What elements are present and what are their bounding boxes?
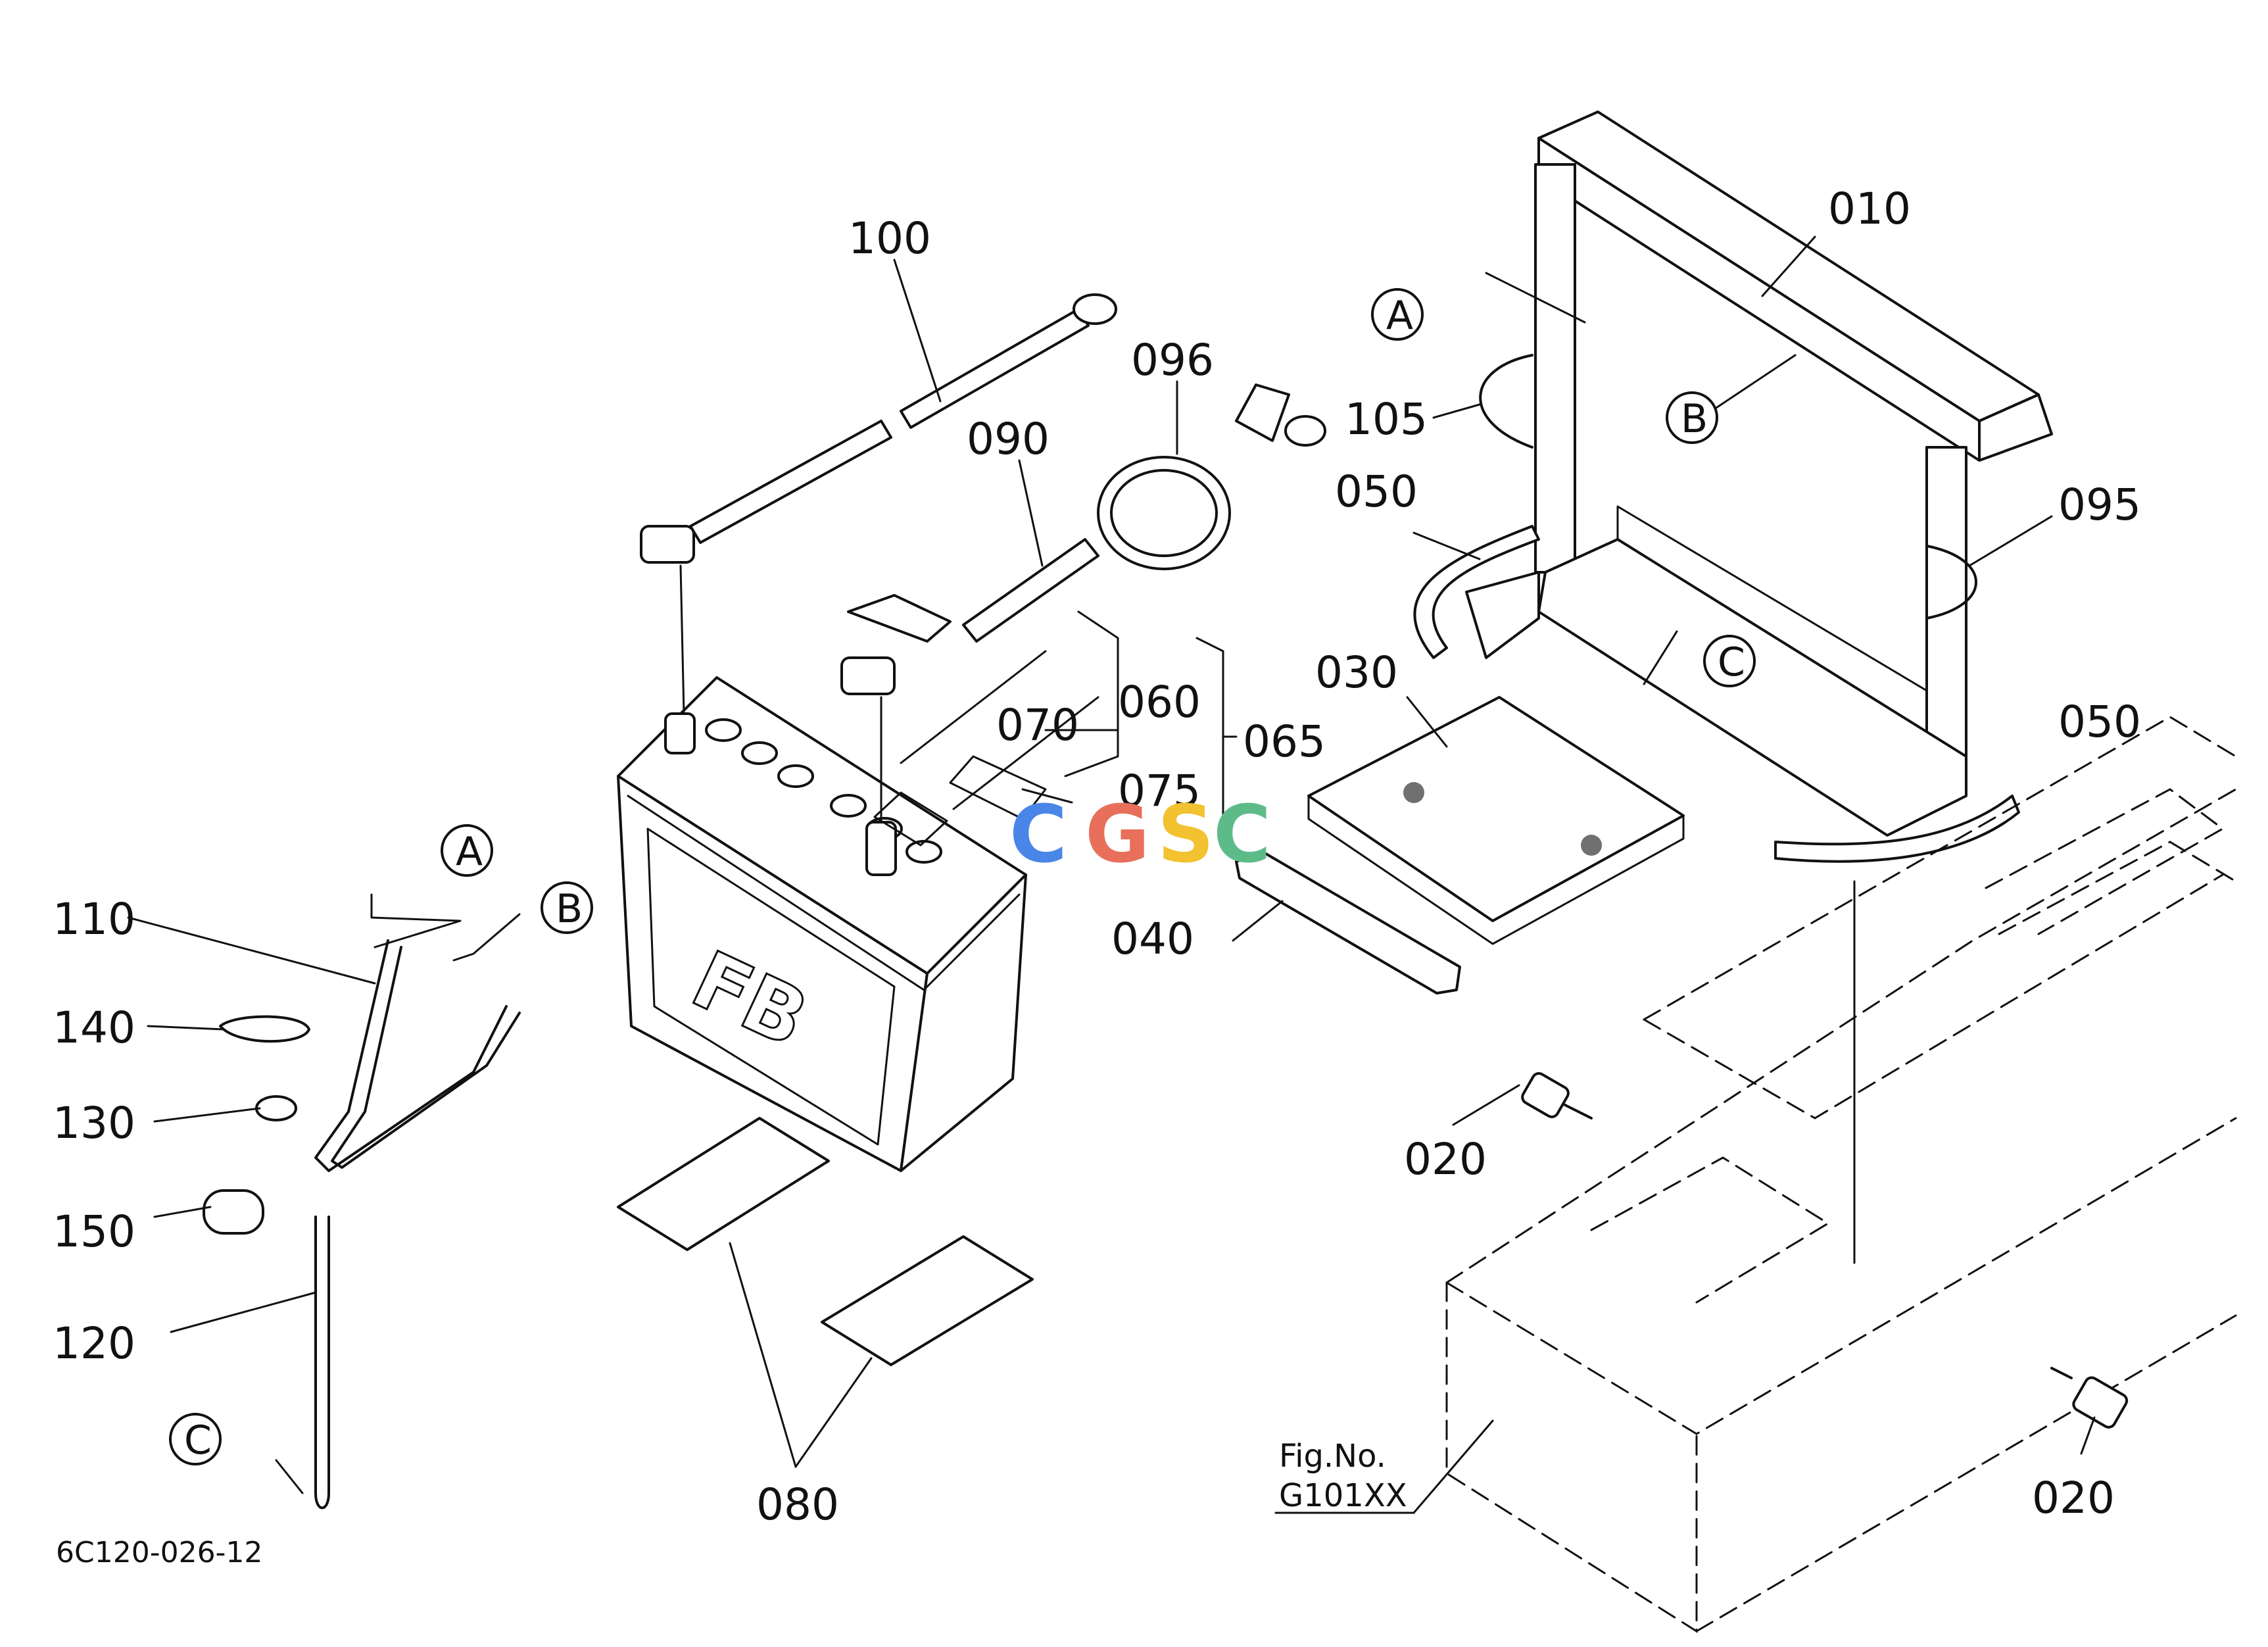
figure-ref-line1: Fig.No. — [1279, 1438, 1386, 1475]
ref-a-lower: A — [456, 829, 483, 875]
wing-nut-140 — [219, 1015, 310, 1043]
figure-ref-line2: G101XX — [1279, 1477, 1407, 1514]
callout-096: 096 — [1131, 335, 1214, 385]
callout-075: 075 — [1118, 766, 1201, 816]
callout-020a: 020 — [1404, 1134, 1487, 1185]
ref-c-lower: C — [184, 1417, 212, 1463]
rubber-150 — [203, 1189, 264, 1235]
callout-100: 100 — [848, 213, 931, 264]
ref-b-lower: B — [556, 886, 583, 932]
callout-150: 150 — [53, 1206, 135, 1257]
battery-pad-2 — [821, 1235, 1034, 1366]
ref-a-upper: A — [1386, 293, 1413, 339]
watermark-letter-4: C — [1213, 789, 1271, 881]
battery: FB — [617, 676, 1047, 1172]
callout-020b: 020 — [2032, 1473, 2115, 1523]
callout-090: 090 — [967, 414, 1050, 464]
callout-040: 040 — [1111, 914, 1194, 964]
callout-010: 010 — [1828, 184, 1911, 234]
washer-130 — [255, 1095, 297, 1121]
frame-reference — [1445, 716, 2237, 1633]
strap-105 — [1479, 354, 1533, 449]
rubber-strip-050b — [1774, 795, 2020, 863]
ref-c-upper: C — [1718, 639, 1745, 685]
rubber-strip-050a — [1413, 525, 1540, 659]
rubber-040 — [1235, 850, 1461, 995]
callout-030: 030 — [1315, 647, 1398, 698]
watermark-letter-2: G — [1085, 789, 1150, 881]
battery-pad-1 — [617, 1117, 830, 1251]
callout-065: 065 — [1243, 716, 1326, 767]
watermark-letter-1: C — [1009, 789, 1067, 881]
ref-b-upper: B — [1681, 396, 1708, 442]
ref-circles — [169, 288, 1756, 1465]
battery-bracket — [1465, 111, 2053, 837]
positive-cable — [640, 293, 1117, 715]
sticker-075 — [949, 755, 1047, 820]
callout-120: 120 — [53, 1318, 135, 1369]
callout-130: 130 — [53, 1098, 135, 1148]
callout-110: 110 — [53, 894, 135, 945]
watermark: C G S C — [1009, 789, 1271, 881]
callout-140: 140 — [53, 1002, 135, 1053]
callout-050b: 050 — [2058, 697, 2141, 747]
callout-060: 060 — [1118, 677, 1201, 727]
strap-095 — [1925, 545, 1977, 620]
callout-050a: 050 — [1335, 466, 1418, 517]
callout-070: 070 — [996, 700, 1079, 750]
watermark-letter-3: S — [1157, 789, 1214, 881]
negative-cable — [840, 538, 1099, 823]
callout-105: 105 — [1345, 394, 1428, 445]
callout-080: 080 — [756, 1479, 839, 1530]
sticker-070 — [873, 791, 948, 847]
battery-holder — [203, 939, 521, 1510]
bolt-020b — [2050, 1367, 2129, 1429]
leader-lines — [127, 235, 2096, 1514]
bolt-020a — [1521, 1072, 1593, 1119]
cable-band-096 — [1097, 383, 1326, 570]
drawing-code: 6C120-026-12 — [56, 1536, 262, 1569]
callout-095: 095 — [2058, 479, 2141, 530]
battery-tray-030 — [1307, 696, 1685, 945]
